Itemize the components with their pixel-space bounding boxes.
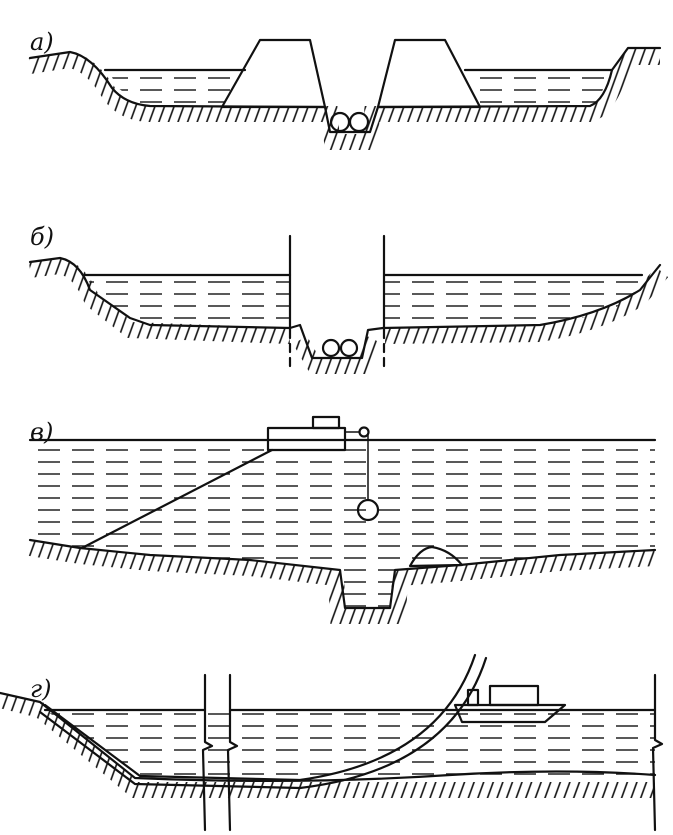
water-left [108, 70, 245, 106]
pipeline-outer [43, 653, 477, 782]
water-body [45, 710, 655, 778]
pulley [358, 426, 370, 438]
dredge-bucket [356, 498, 380, 522]
panel-a: а) [28, 28, 662, 150]
panel-d: г) [0, 653, 664, 832]
ground-profile-b [28, 256, 662, 360]
section-break-right [226, 673, 239, 832]
water-body [30, 440, 655, 608]
ground-profile-a [28, 46, 662, 134]
water-left [85, 275, 290, 326]
pipe [321, 338, 341, 358]
vessel-mast [466, 688, 480, 707]
section-break-left [201, 673, 214, 832]
pipe [339, 338, 359, 358]
panel-b-label: б) [30, 223, 54, 251]
water-right [385, 275, 642, 326]
anchor-cable [80, 448, 274, 550]
panel-a-label: а) [30, 28, 54, 56]
sand-dike-right [376, 38, 482, 109]
section-break-far [651, 673, 664, 832]
pipeline-inner [38, 656, 488, 790]
vessel-cabin [488, 684, 540, 707]
spoil-mound [408, 545, 464, 568]
pipe [348, 111, 370, 133]
panel-d-label: г) [30, 675, 52, 703]
riverbed-profile [0, 691, 657, 782]
barge [266, 426, 347, 452]
panel-c: в) [28, 415, 657, 624]
seabed-profile [28, 538, 657, 610]
water-right [465, 70, 612, 106]
panel-b: б) [28, 223, 669, 374]
barge-cabin [311, 415, 341, 430]
